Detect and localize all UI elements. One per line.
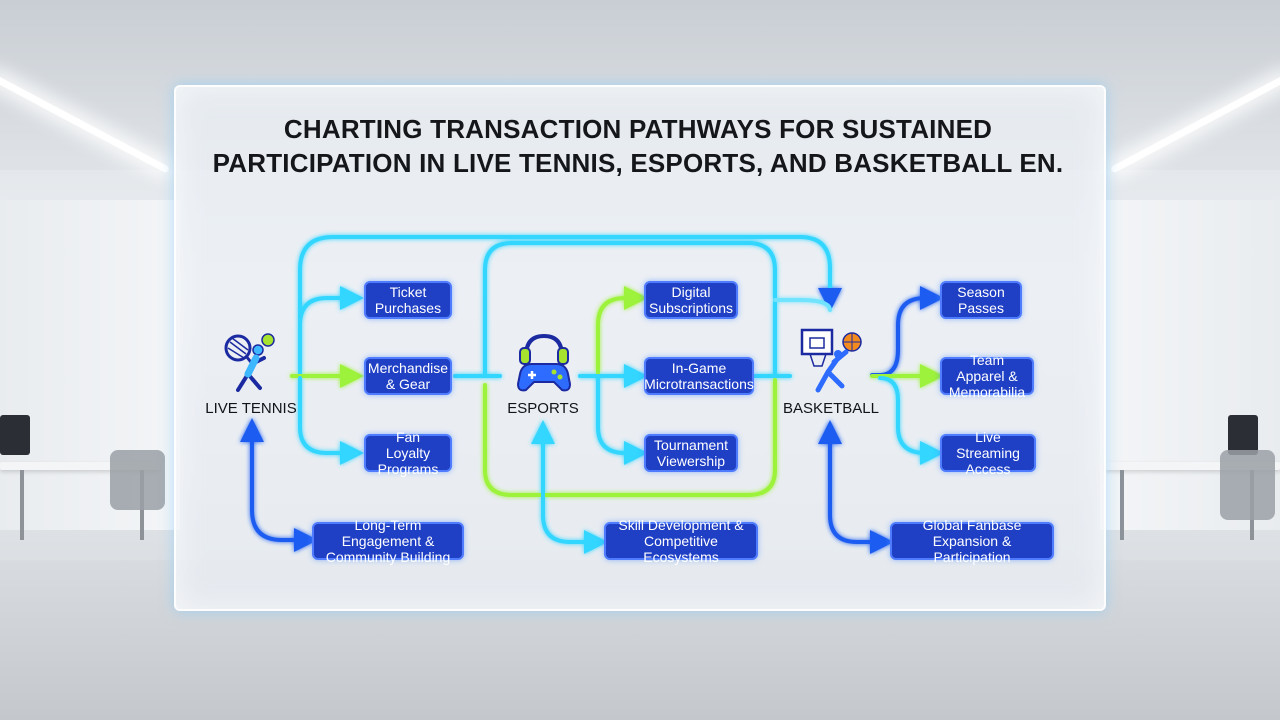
flow-tennis-to-loyalty <box>298 376 364 465</box>
flow-esports-to-skill <box>541 423 608 554</box>
node-live-streaming-access: Live Streaming Access <box>940 429 1036 477</box>
node-digital-subscriptions: Digital Subscriptions <box>644 281 738 319</box>
hub-label-basketball: BASKETBALL <box>783 400 879 417</box>
flow-basketball-to-global <box>828 423 894 554</box>
monitor <box>1228 415 1258 455</box>
flow-tennis-to-ticket <box>298 286 364 377</box>
hub-label-tennis: LIVE TENNIS <box>205 400 297 417</box>
diagram-title: CHARTING TRANSACTION PATHWAYS FOR SUSTAI… <box>174 112 1102 180</box>
node-fan-loyalty-programs: Fan Loyalty Programs <box>364 429 452 477</box>
flow-basketball-to-season <box>870 286 944 377</box>
node-skill-development: Skill Development & Competitive Ecosyste… <box>604 517 758 565</box>
flow-esports-loop-top <box>483 241 777 377</box>
title-line-2: PARTICIPATION IN LIVE TENNIS, ESPORTS, A… <box>212 148 1064 178</box>
flow-tennis-to-basketball-top <box>298 235 842 377</box>
flow-esports-green-loop <box>483 378 777 497</box>
tennis-player-icon <box>224 333 275 392</box>
flow-esports-to-tournament <box>596 376 648 465</box>
flow-esports-to-digital <box>596 286 648 377</box>
basketball-hoop-icon <box>800 328 862 393</box>
node-merchandise-gear: Merchandise & Gear <box>364 357 452 395</box>
game-controller-icon <box>516 333 572 392</box>
office-chair <box>1220 450 1275 520</box>
node-ticket-purchases: Ticket Purchases <box>364 281 452 319</box>
node-global-fanbase-expansion: Global Fanbase Expansion & Participation <box>890 517 1054 565</box>
node-in-game-microtransactions: In-Game Microtransactions <box>644 357 754 395</box>
title-line-1: CHARTING TRANSACTION PATHWAYS FOR SUSTAI… <box>283 114 993 144</box>
desk-left <box>0 462 160 470</box>
monitor <box>0 415 30 455</box>
desk-leg <box>1120 470 1124 540</box>
desk-leg <box>20 470 24 540</box>
node-tournament-viewership: Tournament Viewership <box>644 434 738 472</box>
office-chair <box>110 450 165 510</box>
node-long-term-engagement: Long-Term Engagement & Community Buildin… <box>312 517 464 565</box>
hub-label-esports: ESPORTS <box>507 400 579 417</box>
flow-basketball-link-top <box>773 298 832 312</box>
node-team-apparel: Team Apparel & Memorabilia <box>940 352 1034 400</box>
node-season-passes: Season Passes <box>940 281 1022 319</box>
flow-basketball-to-streaming <box>878 376 944 465</box>
desk-right <box>1105 462 1280 470</box>
flow-tennis-to-engagement <box>250 423 318 552</box>
